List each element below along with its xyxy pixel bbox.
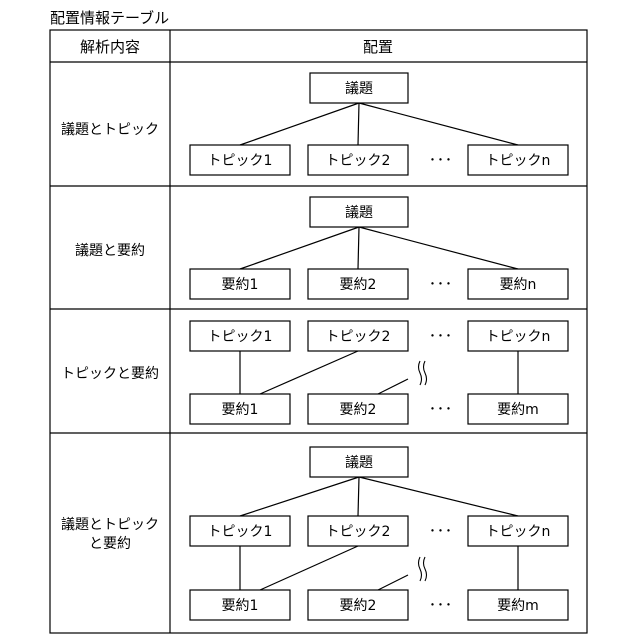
- ellipsis-middle: ･･･: [429, 329, 453, 345]
- middle-node-3-label: トピックn: [486, 153, 551, 169]
- bottom-node-3: 要約m: [468, 590, 568, 620]
- bottom-node-3-label: 要約m: [497, 598, 539, 614]
- bottom-node-2: 要約2: [308, 394, 408, 424]
- connector-broken-bot2: [378, 379, 408, 394]
- middle-node-1: トピック1: [190, 145, 290, 175]
- middle-node-3-label: トピックn: [486, 524, 551, 540]
- connector-top-middle-3: [359, 477, 518, 516]
- middle-node-1: 要約1: [190, 269, 290, 299]
- middle-node-2-label: トピック2: [326, 524, 391, 540]
- connector-top-middle-1: [240, 103, 359, 145]
- top-node-label: 議題: [345, 204, 373, 221]
- bottom-node-1-label: 要約1: [222, 598, 259, 614]
- middle-node-2-label: トピック2: [326, 329, 391, 345]
- row-label: 議題とトピック: [61, 516, 159, 533]
- middle-node-2: トピック2: [308, 321, 408, 351]
- rows-layer: 議題とトピック議題トピック1トピック2トピックn･･･議題と要約議題要約1要約2…: [61, 73, 568, 620]
- top-node-label: 議題: [345, 80, 373, 97]
- break-mark: [419, 361, 422, 385]
- break-mark-2: [424, 361, 427, 385]
- middle-node-1: トピック1: [190, 516, 290, 546]
- ellipsis-middle: ･･･: [429, 524, 453, 540]
- ellipsis-bottom: ･･･: [429, 402, 453, 418]
- top-node-label: 議題: [345, 454, 373, 471]
- bottom-node-3-label: 要約m: [497, 402, 539, 418]
- middle-node-2: 要約2: [308, 269, 408, 299]
- top-node: 議題: [310, 73, 408, 103]
- middle-node-2: トピック2: [308, 145, 408, 175]
- ellipsis-bottom: ･･･: [429, 598, 453, 614]
- row-label: 議題と要約: [75, 242, 145, 259]
- ellipsis-middle: ･･･: [429, 277, 453, 293]
- ellipsis-middle: ･･･: [429, 153, 453, 169]
- middle-node-2-label: 要約2: [340, 277, 377, 293]
- top-node: 議題: [310, 197, 408, 227]
- middle-node-1-label: 要約1: [222, 277, 259, 293]
- middle-node-2-label: トピック2: [326, 153, 391, 169]
- middle-node-1-label: トピック1: [208, 524, 273, 540]
- connector-top-middle-1: [240, 227, 359, 269]
- break-mark-2: [424, 557, 427, 581]
- connector-top-middle-3: [359, 227, 518, 269]
- table-title: 配置情報テーブル: [50, 9, 169, 27]
- middle-node-3: トピックn: [468, 321, 568, 351]
- break-mark: [419, 557, 422, 581]
- middle-node-1: トピック1: [190, 321, 290, 351]
- connector-broken-bot2: [378, 575, 408, 590]
- bottom-node-3: 要約m: [468, 394, 568, 424]
- row-label: トピックと要約: [61, 366, 159, 382]
- middle-node-3-label: トピックn: [486, 329, 551, 345]
- connector-top-middle-3: [359, 103, 518, 145]
- bottom-node-1: 要約1: [190, 394, 290, 424]
- bottom-node-1: 要約1: [190, 590, 290, 620]
- middle-node-3: トピックn: [468, 516, 568, 546]
- bottom-node-2-label: 要約2: [340, 598, 377, 614]
- connector-mid2-bot1: [260, 351, 358, 394]
- bottom-node-1-label: 要約1: [222, 402, 259, 418]
- connector-top-middle-2: [358, 103, 359, 145]
- connector-top-middle-2: [358, 227, 359, 269]
- row-label: 議題とトピック: [61, 121, 159, 138]
- connector-mid2-bot1: [260, 546, 358, 590]
- connector-top-middle-1: [240, 477, 359, 516]
- header-analysis: 解析内容: [80, 38, 140, 56]
- header-layout: 配置: [363, 38, 393, 56]
- middle-node-1-label: トピック1: [208, 329, 273, 345]
- middle-node-3-label: 要約n: [500, 277, 537, 293]
- bottom-node-2-label: 要約2: [340, 402, 377, 418]
- connector-top-middle-2: [358, 477, 359, 516]
- middle-node-2: トピック2: [308, 516, 408, 546]
- bottom-node-2: 要約2: [308, 590, 408, 620]
- middle-node-1-label: トピック1: [208, 153, 273, 169]
- middle-node-3: トピックn: [468, 145, 568, 175]
- row-label: と要約: [89, 536, 131, 552]
- top-node: 議題: [310, 447, 408, 477]
- middle-node-3: 要約n: [468, 269, 568, 299]
